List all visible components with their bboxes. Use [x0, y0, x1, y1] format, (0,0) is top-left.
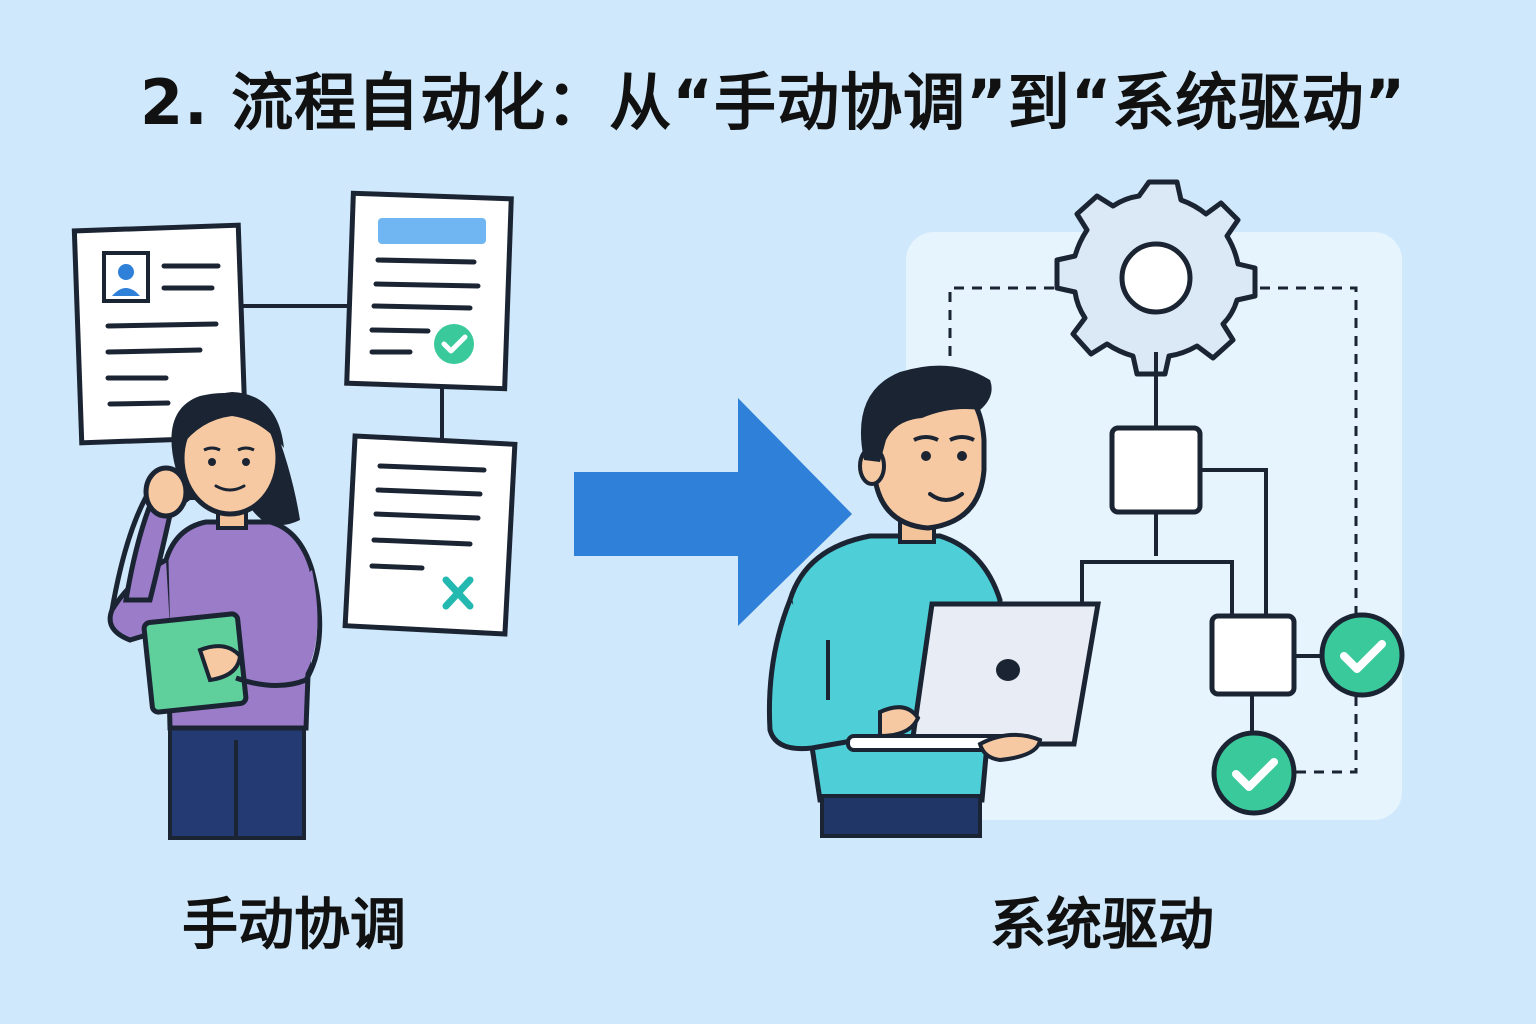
flow-node	[1109, 425, 1203, 515]
manual-documents	[71, 190, 518, 637]
check-circle-icon	[1319, 612, 1405, 698]
document-icon	[342, 433, 518, 637]
page-title: 2. 流程自动化：从“手动协调”到“系统驱动”	[140, 66, 1407, 139]
check-icon	[434, 324, 474, 364]
gear-icon	[1054, 179, 1258, 377]
cross-icon	[442, 576, 474, 610]
phone-person	[107, 392, 323, 840]
check-circle-icon	[1211, 730, 1297, 816]
document-icon	[344, 190, 514, 392]
tablet-icon	[141, 611, 249, 715]
system-label: 系统驱动	[990, 893, 1214, 958]
arrow-right-icon	[574, 398, 852, 626]
flow-node	[1209, 613, 1297, 697]
manual-label: 手动协调	[182, 893, 406, 958]
document-icon	[71, 222, 249, 446]
laptop-person	[766, 365, 1101, 838]
avatar-icon	[102, 251, 150, 303]
